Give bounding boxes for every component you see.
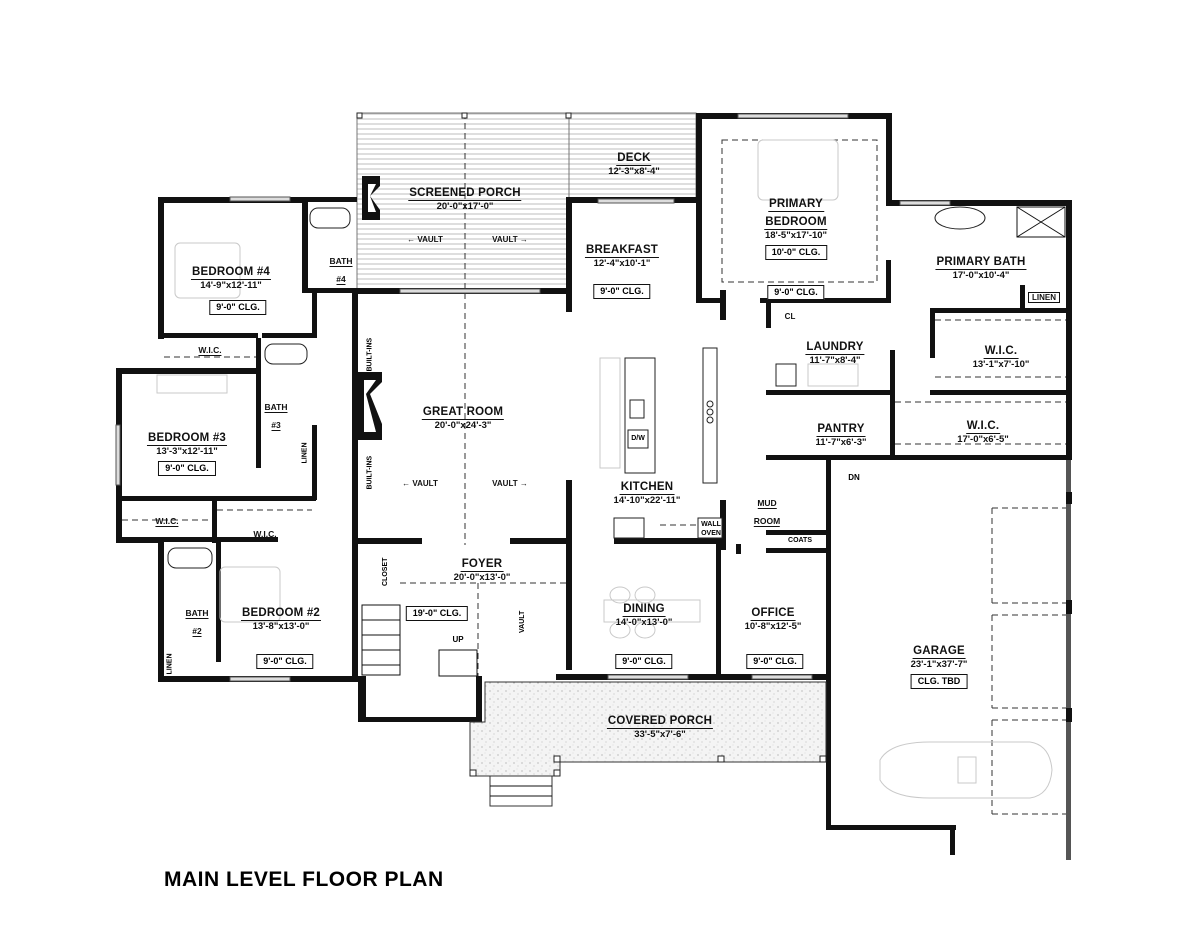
deck-name: DECK bbox=[616, 152, 652, 166]
kitchen-name: KITCHEN bbox=[619, 481, 675, 495]
bedroom-3-dim: 13'-3"x12'-11" bbox=[156, 446, 218, 457]
laundry-name: LAUNDRY bbox=[805, 341, 865, 355]
garage-dim: 23'-1"x37'-7" bbox=[910, 659, 968, 670]
bath-2-linen: LINEN bbox=[166, 653, 174, 675]
room-label-bath-2: BATH #2 bbox=[185, 608, 209, 637]
primary-bath-dim: 17'-0"x10'-4" bbox=[952, 270, 1010, 281]
primary-bedroom-name-2: BEDROOM bbox=[764, 216, 828, 230]
dashed-lines bbox=[122, 139, 1066, 815]
room-label-deck: DECK 12'-3"x8'-4" bbox=[608, 148, 660, 178]
great-room-name: GREAT ROOM bbox=[421, 406, 505, 420]
bath-4-name-1: BATH bbox=[329, 256, 353, 267]
great-room-dim: 20'-0"x24'-3" bbox=[434, 420, 492, 431]
foyer-clg: 19'-0" CLG. bbox=[405, 603, 469, 621]
bedroom-3-name: BEDROOM #3 bbox=[146, 432, 228, 446]
room-label-great-room: GREAT ROOM 20'-0"x24'-3" bbox=[421, 402, 505, 432]
screened-porch-dim: 20'-0"x17'-0" bbox=[436, 201, 494, 212]
primary-bedroom-name-1: PRIMARY bbox=[767, 198, 824, 212]
covered-porch-dim: 33'-5"x7'-6" bbox=[634, 729, 686, 740]
primary-bedroom-dim: 18'-5"x17'-10" bbox=[764, 230, 828, 241]
bedroom-4-clg: 9'-0" CLG. bbox=[209, 297, 267, 315]
room-label-breakfast: BREAKFAST 12'-4"x10'-1" bbox=[584, 240, 660, 270]
foyer-dim: 20'-0"x13'-0" bbox=[453, 572, 511, 583]
screened-porch-area bbox=[356, 112, 697, 545]
bedroom-4-dim: 14'-9"x12'-11" bbox=[200, 280, 262, 291]
office-dim: 10'-8"x12'-5" bbox=[744, 621, 802, 632]
plan-title: MAIN LEVEL FLOOR PLAN bbox=[164, 868, 444, 891]
deck-dim: 12'-3"x8'-4" bbox=[608, 166, 660, 177]
room-label-wic-bedroom-2: W.I.C. bbox=[253, 529, 277, 540]
built-ins-top: BUILT-INS bbox=[366, 337, 374, 372]
primary-bath-name: PRIMARY BATH bbox=[935, 256, 1027, 270]
windows bbox=[115, 113, 951, 682]
bedroom-2-name: BEDROOM #2 bbox=[240, 607, 322, 621]
dining-name: DINING bbox=[622, 603, 666, 617]
room-label-bedroom-3: BEDROOM #3 13'-3"x12'-11" 9'-0" CLG. bbox=[146, 428, 228, 476]
room-label-bedroom-2: BEDROOM #2 13'-8"x13'-0" bbox=[240, 603, 322, 633]
stairs-down-label: DN bbox=[848, 473, 860, 482]
breakfast-clg: 9'-0" CLG. bbox=[593, 281, 651, 299]
laundry-dim: 11'-7"x8'-4" bbox=[809, 355, 861, 366]
room-label-cl: CL bbox=[784, 312, 796, 321]
stairs-up-label: UP bbox=[452, 635, 464, 644]
mud-room-coats: COATS bbox=[788, 537, 812, 544]
room-label-wic-primary-1: W.I.C. 13'-1"x7'-10" bbox=[972, 345, 1030, 370]
primary-bath-linen: LINEN bbox=[1028, 292, 1060, 303]
room-label-office: OFFICE 10'-8"x12'-5" bbox=[745, 603, 802, 633]
room-label-wic-bedroom-4: W.I.C. bbox=[198, 345, 222, 356]
room-label-screened-porch: SCREENED PORCH 20'-0"x17'-0" bbox=[408, 183, 522, 213]
foyer-vault: VAULT bbox=[519, 610, 526, 633]
room-label-primary-bath: PRIMARY BATH 17'-0"x10'-4" bbox=[935, 252, 1027, 282]
porch-vault-left: ← VAULT bbox=[407, 235, 443, 244]
bedroom-3-clg: 9'-0" CLG. bbox=[158, 461, 216, 476]
covered-porch-area bbox=[469, 681, 827, 807]
primary-bedroom-clg: 10'-0" CLG. bbox=[764, 245, 828, 260]
room-label-wic-bedroom-3: W.I.C. bbox=[155, 516, 179, 527]
breakfast-name: BREAKFAST bbox=[584, 244, 660, 258]
bath-4-name-2: #4 bbox=[336, 274, 346, 285]
room-label-bath-4: BATH #4 bbox=[329, 251, 353, 287]
great-room-vault-left: ← VAULT bbox=[402, 479, 438, 488]
garage-clg: CLG. TBD bbox=[910, 674, 968, 689]
porch-vault-right: VAULT → bbox=[492, 235, 528, 244]
room-label-wic-primary-2: W.I.C. 17'-0"x6'-5" bbox=[957, 420, 1009, 445]
pantry-dim: 11'-7"x6'-3" bbox=[815, 437, 867, 448]
room-label-dining: DINING 14'-0"x13'-0" bbox=[616, 599, 673, 629]
kitchen-dishwasher: D/W bbox=[631, 435, 645, 442]
bedroom-2-dim: 13'-8"x13'-0" bbox=[252, 621, 310, 632]
garage-name: GARAGE bbox=[912, 645, 966, 659]
screened-porch-name: SCREENED PORCH bbox=[408, 187, 522, 201]
primary-bedroom-clg-2: 9'-0" CLG. bbox=[767, 282, 825, 300]
room-label-laundry: LAUNDRY 11'-7"x8'-4" bbox=[805, 337, 865, 367]
bedroom-2-clg: 9'-0" CLG. bbox=[256, 651, 314, 669]
bedroom-4-name: BEDROOM #4 bbox=[190, 266, 272, 280]
room-label-bath-3: BATH #3 bbox=[264, 402, 288, 431]
room-label-primary-bedroom: PRIMARY BEDROOM 18'-5"x17'-10" 10'-0" CL… bbox=[764, 194, 828, 260]
office-clg: 9'-0" CLG. bbox=[746, 651, 804, 669]
room-label-foyer: FOYER 20'-0"x13'-0" bbox=[454, 554, 511, 584]
room-label-mud-room: MUD ROOM bbox=[753, 498, 781, 527]
dining-clg: 9'-0" CLG. bbox=[615, 651, 673, 669]
kitchen-dim: 14'-10"x22'-11" bbox=[613, 495, 681, 506]
office-name: OFFICE bbox=[750, 607, 796, 621]
room-label-kitchen: KITCHEN 14'-10"x22'-11" bbox=[614, 477, 681, 507]
bath-3-linen: LINEN bbox=[301, 442, 309, 464]
room-label-bedroom-4: BEDROOM #4 14'-9"x12'-11" bbox=[190, 262, 272, 292]
pantry-name: PANTRY bbox=[816, 423, 866, 437]
room-label-covered-porch: COVERED PORCH 33'-5"x7'-6" bbox=[606, 711, 714, 741]
breakfast-dim: 12'-4"x10'-1" bbox=[593, 258, 651, 269]
foyer-name: FOYER bbox=[460, 558, 504, 572]
dining-dim: 14'-0"x13'-0" bbox=[615, 617, 673, 628]
great-room-vault-right: VAULT → bbox=[492, 479, 528, 488]
kitchen-wall-oven: WALL OVEN bbox=[701, 521, 721, 537]
foyer-closet: CLOSET bbox=[382, 557, 389, 586]
built-ins-bottom: BUILT-INS bbox=[366, 455, 374, 490]
room-label-garage: GARAGE 23'-1"x37'-7" CLG. TBD bbox=[910, 641, 968, 689]
fixtures bbox=[156, 139, 1066, 799]
room-label-pantry: PANTRY 11'-7"x6'-3" bbox=[815, 419, 866, 449]
covered-porch-name: COVERED PORCH bbox=[606, 715, 714, 729]
